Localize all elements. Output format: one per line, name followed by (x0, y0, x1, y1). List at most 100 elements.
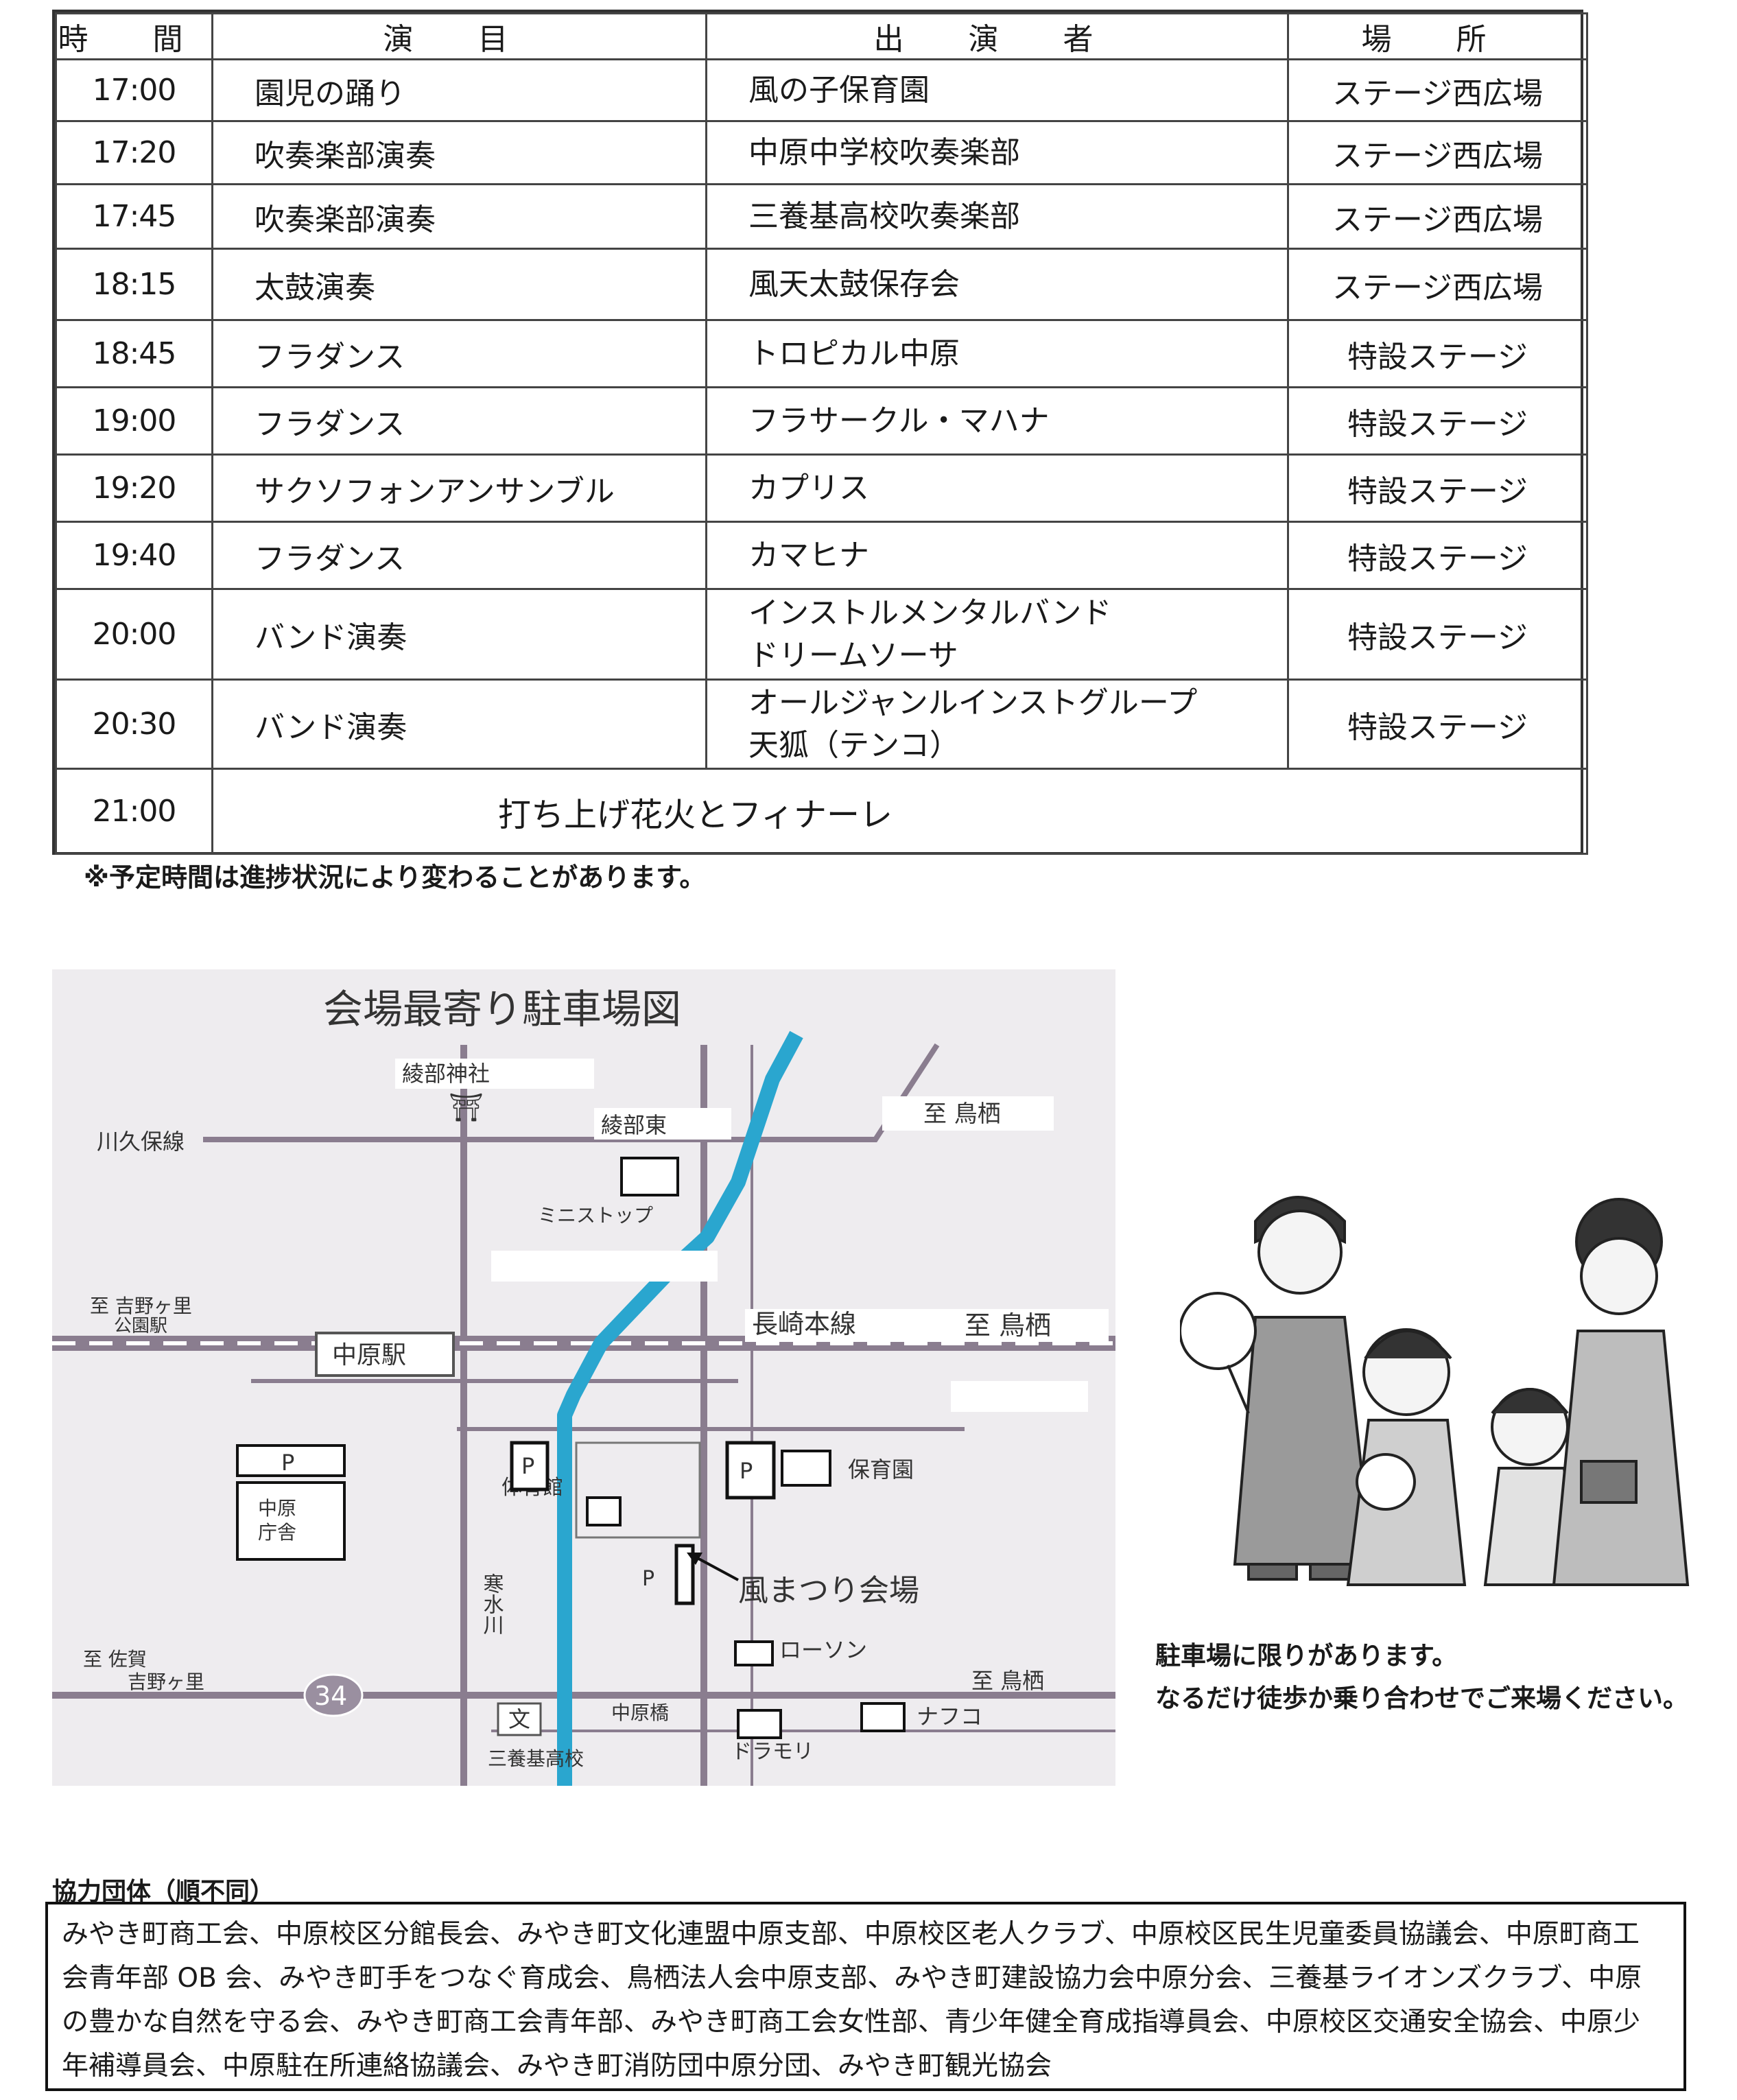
parking-map: 会場最寄り駐車場図 綾部神社 ⛩ 綾部東 至 鳥栖 (52, 969, 1115, 1786)
row-time: 19:00 (55, 386, 213, 456)
family-drawing (1179, 1196, 1690, 1586)
label-nakabaru-station: 中原駅 (332, 1341, 406, 1369)
parking-box (510, 1441, 550, 1491)
row-program: 吹奏楽部演奏 (211, 183, 707, 250)
row-time: 18:15 (55, 248, 213, 321)
header-performer: 出 演 者 (705, 12, 1289, 60)
label-to-torisu: 至 鳥栖 (965, 1310, 1051, 1341)
label-venue: 風まつり会場 (738, 1573, 919, 1608)
label-bg (491, 1251, 718, 1282)
orgs-line: 会青年部 OB 会、みやき町手をつなぐ育成会、鳥栖法人会中原支部、みやき町建設協… (62, 1963, 1642, 1994)
label-to-torisu: 至 鳥栖 (971, 1668, 1044, 1694)
parking-box (725, 1441, 776, 1500)
label-bg (395, 1059, 594, 1089)
row-place: 特設ステージ (1287, 386, 1588, 456)
row-place: 特設ステージ (1287, 679, 1588, 770)
boy-figure (1483, 1388, 1580, 1586)
row-time: 20:00 (55, 588, 213, 681)
gym-box (575, 1441, 701, 1539)
performer-line-2: 天狐（テンコ） (748, 727, 960, 763)
row-performer: 風の子保育園 (705, 58, 1289, 122)
performer-line-1: オールジャンルインストグループ (748, 685, 1198, 720)
dramori-building (737, 1709, 782, 1739)
row-program: 太鼓演奏 (211, 248, 707, 321)
performer-line-2: ドリームソーサ (748, 637, 958, 673)
route-34-badge (303, 1673, 364, 1717)
finale-time: 21:00 (55, 768, 213, 855)
header-program: 演 目 (211, 12, 707, 60)
gym-building (586, 1496, 622, 1526)
label-kawakubo-line: 川久保線 (97, 1129, 185, 1155)
label-bg (951, 1381, 1088, 1412)
parking-label: P (642, 1567, 654, 1591)
label-dramori: ドラモリ (731, 1740, 814, 1764)
parking-note: 駐車場に限りがあります。 なるだけ徒歩か乗り合わせでご来場ください。 (1155, 1635, 1688, 1720)
mother-figure (1552, 1198, 1690, 1586)
row-program: フラダンス (211, 386, 707, 456)
table-row: 17:00 園児の踊り 風の子保育園 ステージ西広場 (55, 58, 1588, 122)
label-to-torisu: 至 鳥栖 (923, 1100, 1001, 1128)
row-time: 19:40 (55, 521, 213, 590)
row-time: 17:00 (55, 58, 213, 122)
schedule-note: ※予定時間は進捗状況により変わることがあります。 (84, 862, 706, 893)
row-program: バンド演奏 (211, 679, 707, 770)
row-place: ステージ西広場 (1287, 58, 1588, 122)
girl-figure (1346, 1328, 1467, 1586)
table-row: 19:40 フラダンス カマヒナ 特設ステージ (55, 521, 1588, 590)
row-performer: カマヒナ (705, 521, 1289, 590)
label-shrine: 綾部神社 (402, 1061, 490, 1087)
orgs-line: の豊かな自然を守る会、みやき町商工会青年部、みやき町商工会女性部、青少年健全育成… (62, 2007, 1641, 2038)
orgs-box: みやき町商工会、中原校区分館長会、みやき町文化連盟中原支部、中原校区老人クラブ、… (45, 1902, 1686, 2091)
route-34-label: 34 (314, 1681, 347, 1711)
row-performer: トロピカル中原 (705, 319, 1289, 388)
shrine-icon: ⛩ (449, 1092, 484, 1124)
station-box (315, 1332, 455, 1377)
row-time: 20:30 (55, 679, 213, 770)
row-time: 17:45 (55, 183, 213, 250)
map-title: 会場最寄り駐車場図 (323, 986, 681, 1033)
label-river: 寒水川 (480, 1573, 504, 1635)
row-program: 園児の踊り (211, 58, 707, 122)
row-program: 吹奏楽部演奏 (211, 120, 707, 185)
row-place: 特設ステージ (1287, 453, 1588, 523)
table-row: 19:20 サクソフォンアンサンブル カプリス 特設ステージ (55, 453, 1588, 523)
row-program: バンド演奏 (211, 588, 707, 681)
row-performer: カプリス (705, 453, 1289, 523)
row-performer: 三養基高校吹奏楽部 (705, 183, 1289, 250)
family-illustration (1179, 1166, 1701, 1619)
row-performer: インストルメンタルバンド ドリームソーサ (705, 588, 1289, 681)
table-row: 17:20 吹奏楽部演奏 中原中学校吹奏楽部 ステージ西広場 (55, 120, 1588, 185)
schedule-table: 時 間 演 目 出 演 者 場 所 17:00 園児の踊り 風の子保育園 ステー… (52, 10, 1588, 855)
table-row: 20:00 バンド演奏 インストルメンタルバンド ドリームソーサ 特設ステージ (55, 588, 1588, 681)
parking-box (236, 1444, 346, 1477)
finale-program: 打ち上げ花火とフィナーレ (211, 768, 1588, 855)
label-bg (745, 1309, 958, 1342)
header-time: 時 間 (55, 12, 213, 60)
label-ministop: ミニストップ (538, 1204, 653, 1227)
road-kawakubo (203, 1043, 940, 1142)
table-row: 18:45 フラダンス トロピカル中原 特設ステージ (55, 319, 1588, 388)
label-nagasaki-line: 長崎本線 (752, 1309, 856, 1339)
nafuko-building (860, 1702, 906, 1732)
row-place: 特設ステージ (1287, 521, 1588, 590)
row-time: 17:20 (55, 120, 213, 185)
label-bg (958, 1309, 1109, 1342)
orgs-line: 年補導員会、中原駐在所連絡協議会、みやき町消防団中原分団、みやき町観光協会 (62, 2051, 1052, 2081)
town-office-box (236, 1481, 346, 1561)
parking-note-line-2: なるだけ徒歩か乗り合わせでご来場ください。 (1155, 1684, 1688, 1713)
row-program: サクソフォンアンサンブル (211, 453, 707, 523)
row-place: 特設ステージ (1287, 588, 1588, 681)
venue-arrow-head (687, 1553, 702, 1565)
school-icon (497, 1702, 542, 1736)
label-bg (594, 1108, 731, 1140)
table-row: 18:15 太鼓演奏 風天太鼓保存会 ステージ西広場 (55, 248, 1588, 321)
row-performer: 風天太鼓保存会 (705, 248, 1289, 321)
table-row: 19:00 フラダンス フラサークル・マハナ 特設ステージ (55, 386, 1588, 456)
label-miyaki-high: 三養基高校 (488, 1747, 584, 1770)
row-place: ステージ西広場 (1287, 248, 1588, 321)
row-time: 19:20 (55, 453, 213, 523)
finale-row: 21:00 打ち上げ花火とフィナーレ (55, 768, 1588, 855)
label-bg (882, 1096, 1054, 1131)
header-place: 場 所 (1287, 12, 1588, 60)
label-lawson: ローソン (779, 1637, 867, 1663)
